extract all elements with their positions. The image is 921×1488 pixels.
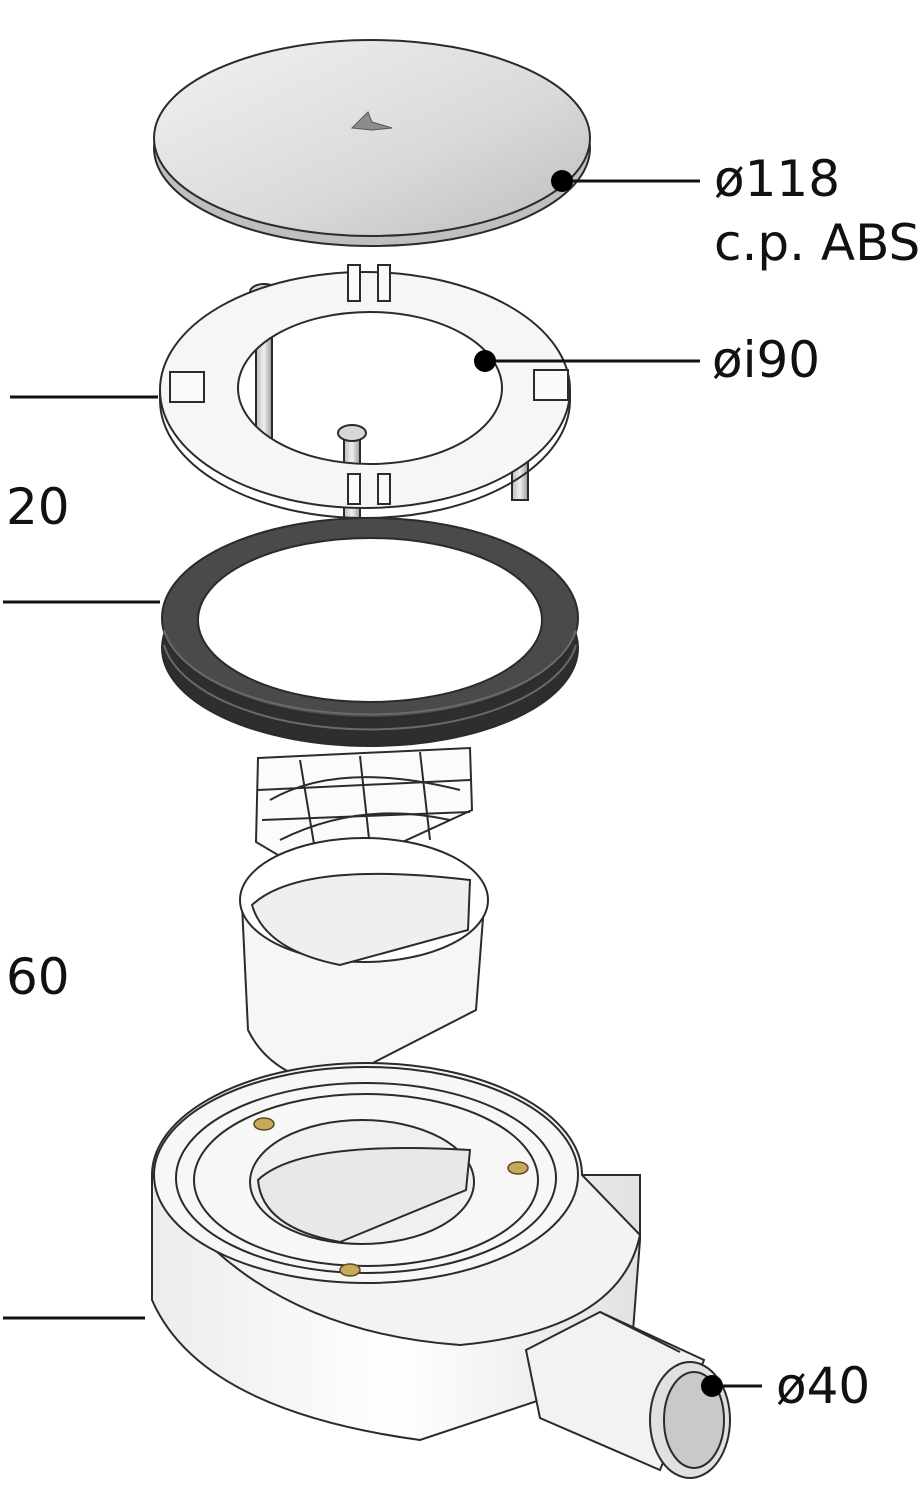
cover-plate xyxy=(153,39,591,247)
outlet-pipe xyxy=(524,1310,731,1479)
cover-material-label: c.p. ABS xyxy=(714,214,920,272)
rubber-gasket xyxy=(161,517,579,747)
dimension-top-label: 20 xyxy=(6,478,70,536)
outlet-diameter-label: ø40 xyxy=(776,1357,870,1415)
leader-lines xyxy=(474,170,762,1397)
dimension-lines xyxy=(3,395,160,1320)
dimension-bottom-label: 60 xyxy=(6,948,70,1006)
screw-ring xyxy=(158,264,572,519)
drain-body xyxy=(150,1062,642,1442)
ring-inner-diameter-label: øi90 xyxy=(712,331,820,389)
trap-cup xyxy=(239,837,489,1087)
cover-diameter-label: ø118 xyxy=(714,150,840,208)
